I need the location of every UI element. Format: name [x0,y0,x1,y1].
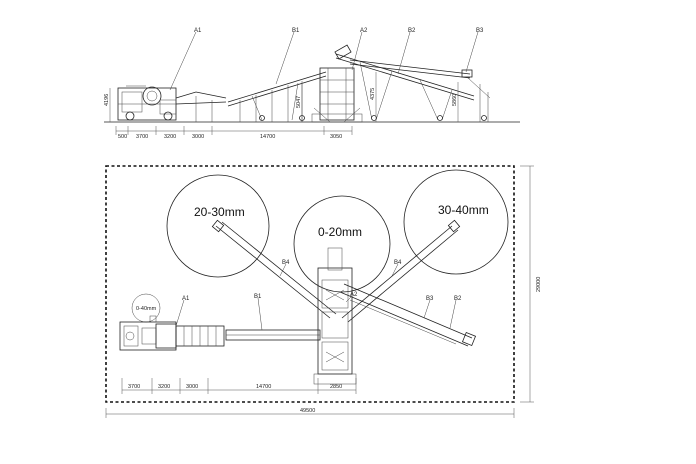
tag-b1-plan: B1 [254,294,262,300]
elevation-leaders [169,31,479,91]
stockpile-center [293,195,391,293]
dim-e-3000: 3000 [192,134,204,140]
overall-width-dim [105,408,515,418]
dim-p-2850: 2850 [330,384,342,390]
pile-label-left: 20-30mm [194,205,245,219]
tag-a2-elevation: A2 [360,28,368,34]
dim-h1: 4196 [104,94,110,106]
elevation-view: A1 B1 A2 B2 B3 4196 5047 4375 5860 500 3… [104,28,520,140]
conveyor-b3-elevation [349,59,491,122]
tag-b4-right-plan: B4 [394,260,402,266]
pile-label-right: 30-40mm [438,203,489,217]
stockpile-left [166,174,270,278]
tag-a1-plan: A1 [182,296,190,302]
pile-label-small: 0-40mm [136,306,157,312]
conveyor-b2-plan [339,283,477,347]
dim-h2: 5047 [296,96,302,108]
tag-b1-elevation: B1 [292,28,300,34]
dim-p-14700: 14700 [256,384,271,390]
site-boundary [105,165,515,403]
dim-e-3700: 3700 [136,134,148,140]
dim-e-14700: 14700 [260,134,275,140]
tag-b2-elevation: B2 [408,28,416,34]
dim-e-3050: 3050 [330,134,342,140]
dim-h3: 4375 [370,88,376,100]
conveyor-b1-plan [225,329,321,341]
dim-p-3700: 3700 [128,384,140,390]
stockpile-right [403,169,509,275]
tag-b2-plan: B2 [454,296,462,302]
dim-e-3200: 3200 [164,134,176,140]
tag-a1-elevation: A1 [194,28,202,34]
dim-total-width: 49500 [300,408,315,414]
elevation-height-dims [109,72,459,122]
dim-total-height: 29000 [536,277,542,292]
screen-plant-plan [313,247,357,385]
plan-leaders [175,263,457,331]
tag-b3-elevation: B3 [476,28,484,34]
plan-dim-chain [121,378,357,394]
dim-h4: 5860 [452,94,458,106]
tag-b3-plan: B3 [426,296,434,302]
plan-view: 20-30mm 0-20mm 30-40mm 0-40mm [105,165,542,418]
dim-e-500: 500 [118,134,127,140]
tag-b4-left-plan: B4 [282,260,290,266]
dim-p-3200: 3200 [158,384,170,390]
conveyor-b4-left-plan [211,219,337,319]
overall-height-dim [520,165,534,403]
conveyor-b1-elevation [227,71,327,122]
vibrating-screen-elevation [311,67,363,123]
jaw-crusher-plan [119,315,225,351]
elevation-dim-chain [115,126,353,135]
pile-label-center: 0-20mm [318,225,362,239]
tag-a2-plan: A2 [350,292,358,298]
dim-p-3000: 3000 [186,384,198,390]
jaw-crusher-elevation [117,85,227,122]
